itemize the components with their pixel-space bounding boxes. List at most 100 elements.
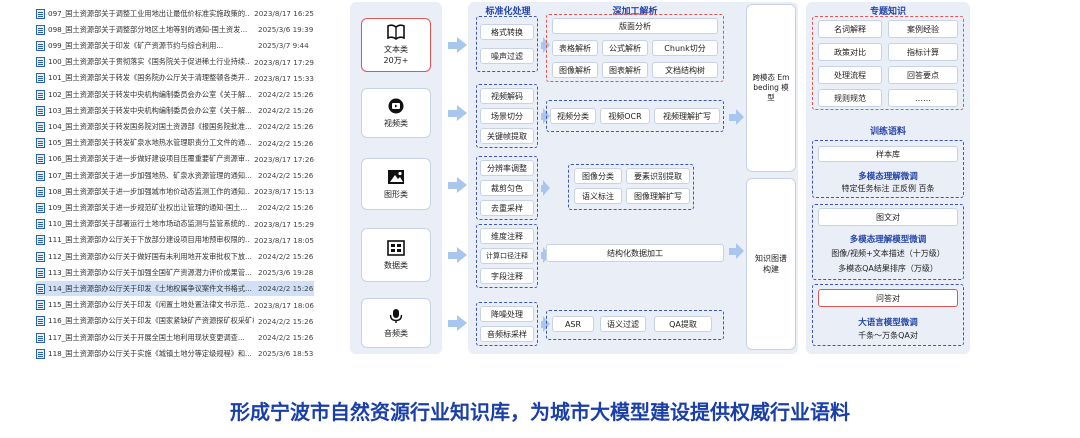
file-row[interactable]: 108_国土资源部关于进一步加强城市地价动态监测工作的通知...2023/8/1… — [36, 184, 314, 199]
sample-lib-group — [812, 140, 964, 198]
tag-process-flow: 处理流程 — [818, 66, 882, 84]
file-row[interactable]: 115_国土资源部办公厅关于印发《闲置土地处置法律文书示范...2023/8/1… — [36, 298, 314, 313]
file-row[interactable]: 117_国土资源部办公厅关于开展全国土地利用现状变更调查...2024/2/2 … — [36, 330, 314, 345]
file-row[interactable]: 101_国土资源部关于转发《国务院办公厅关于清理整顿各类开...2023/8/1… — [36, 71, 314, 86]
file-name: 104_国土资源部关于转发国务院对国土资源部《报国务院批准... — [48, 121, 252, 131]
standard-header: 标准化处理 — [485, 7, 531, 17]
deep-group-audio — [546, 310, 724, 340]
document-icon — [36, 154, 45, 165]
file-row[interactable]: 097_国土资源部关于调整工业用地出让最低价标准实施政策的...2023/8/1… — [36, 6, 314, 21]
image-text-title: 多模态理解模型微调 — [849, 235, 927, 245]
document-icon — [36, 202, 45, 213]
tag-video-decode: 视频解码 — [480, 88, 534, 104]
file-row[interactable]: 113_国土资源部办公厅关于加强全国矿产资源潜力评价成果管...2025/3/6… — [36, 265, 314, 280]
tag-calc-note: 计算口径注释 — [480, 248, 534, 264]
file-date: 2025/3/6 18:53 — [258, 349, 314, 359]
tag-dimension-note: 维度注释 — [480, 228, 534, 244]
document-icon — [36, 283, 45, 294]
standard-group-audio — [476, 302, 538, 346]
document-icon — [36, 300, 45, 311]
tag-rules: 规则规范 — [818, 89, 882, 107]
file-name: 109_国土资源部关于进一步规范矿业权出让管理的通知-国土... — [48, 202, 248, 212]
standard-group-video — [476, 84, 538, 148]
file-date: 2024/2/2 15:26 — [258, 138, 314, 148]
train-header: 训练语料 — [869, 127, 906, 137]
file-date: 2024/2/2 15:26 — [258, 284, 314, 294]
tag-indicator-calc: 指标计算 — [888, 43, 958, 61]
tag-dedup: 去重采样 — [480, 200, 534, 216]
file-date: 2024/2/2 15:26 — [258, 203, 314, 213]
file-name: 099_国土资源部关于印发《矿产资源节约与综合利用... — [48, 40, 224, 50]
tag-table-parse: 表格解析 — [552, 40, 598, 56]
embedding-model-box: 跨模态 Embeding 模型 — [746, 4, 796, 172]
tag-more: …… — [888, 89, 958, 107]
source-label: 文本类 — [384, 45, 408, 54]
tag-qa-pair: 问答对 — [818, 289, 958, 307]
file-date: 2023/8/17 16:25 — [254, 9, 314, 18]
standard-group-data — [476, 224, 538, 288]
file-row[interactable]: 112_国土资源部办公厅关于做好国有未利用地开发审批权下放...2024/2/2… — [36, 249, 314, 264]
file-row[interactable]: 104_国土资源部关于转发国务院对国土资源部《报国务院批准... 2024/2/2… — [36, 119, 314, 134]
tag-video-ocr: 视频OCR — [600, 108, 650, 124]
file-row[interactable]: 102_国土资源部关于转发中央机构编制委员会办公室《关于解...2024/2/2… — [36, 87, 314, 102]
file-name: 116_国土资源部办公厅关于印发《国家紧缺矿产资源探矿权采矿权使... — [48, 316, 254, 326]
file-row[interactable]: 109_国土资源部关于进一步规范矿业权出让管理的通知-国土... 2024/2/2… — [36, 200, 314, 215]
file-list: 097_国土资源部关于调整工业用地出让最低价标准实施政策的...2023/8/1… — [36, 6, 314, 364]
file-date: 2023/8/17 18:06 — [254, 300, 314, 310]
file-name: 114_国土资源部办公厅关于印发《土地权属争议案件文书格式... — [48, 283, 252, 293]
file-row[interactable]: 116_国土资源部办公厅关于印发《国家紧缺矿产资源探矿权采矿权使...2024/… — [36, 314, 314, 329]
file-row[interactable]: 110_国土资源部关于部署运行土地市场动态监测与监管系统的...2023/8/1… — [36, 217, 314, 232]
tag-keyframe: 关键帧提取 — [480, 128, 534, 144]
file-name: 118_国土资源部办公厅关于实施《城镇土地分等定级规程》和... — [48, 348, 252, 358]
file-row[interactable]: 098_国土资源部关于调整部分地区土地等别的通知-国土资发...2025/3/6… — [36, 22, 314, 37]
source-card-text: 文本类 20万+ — [361, 18, 431, 72]
document-icon — [36, 219, 45, 230]
file-date: 2024/2/2 15:26 — [258, 122, 314, 132]
document-icon — [36, 316, 45, 327]
tag-case-exp: 案例经验 — [888, 20, 958, 38]
tag-crop-color: 裁剪匀色 — [480, 180, 534, 196]
tag-scene-split: 场景切分 — [480, 108, 534, 124]
mic-icon — [389, 308, 403, 323]
file-date: 2023/8/17 15:13 — [254, 187, 314, 197]
tag-answer-points: 回答要点 — [888, 66, 958, 84]
document-icon — [36, 89, 45, 100]
knowledge-graph-label: 知识图谱构建 — [755, 254, 787, 274]
file-row[interactable]: 105_国土资源部关于转发矿泉水地热水管理职责分工文件的通...2024/2/2… — [36, 136, 314, 151]
file-name: 113_国土资源部办公厅关于加强全国矿产资源潜力评价成果管... — [48, 267, 252, 277]
tag-semantic-label: 语义标注 — [574, 188, 622, 204]
file-row[interactable]: 099_国土资源部关于印发《矿产资源节约与综合利用... 2025/3/7 9:4… — [36, 38, 314, 53]
topic-header: 专题知识 — [869, 7, 906, 17]
file-row[interactable]: 100_国土资源部关于贯彻落实《国务院关于促进稀土行业持续...2023/8/1… — [36, 55, 314, 70]
file-row[interactable]: 107_国土资源部关于进一步加强地热、矿泉水资源管理的通知...2024/2/2… — [36, 168, 314, 183]
source-label: 图形类 — [384, 189, 408, 199]
file-row[interactable]: 103_国土资源部关于转发中央机构编制委员会办公室《关于解...2024/2/2… — [36, 103, 314, 118]
image-icon — [388, 169, 404, 184]
document-icon — [36, 24, 45, 35]
source-card-image: 图形类 — [361, 158, 431, 210]
tag-formula-parse: 公式解析 — [602, 40, 648, 56]
tag-qa-extract: QA提取 — [654, 316, 712, 332]
file-row[interactable]: 106_国土资源部关于进一步做好建设项目压覆重要矿产资源审...2023/8/1… — [36, 152, 314, 167]
tag-structured-data: 结构化数据加工 — [546, 244, 724, 262]
file-row[interactable]: 111_国土资源部办公厅关于下放部分建设项目用地预审权限的...2023/8/1… — [36, 233, 314, 248]
file-row[interactable]: 118_国土资源部办公厅关于实施《城镇土地分等定级规程》和... 2025/3/6… — [36, 346, 314, 361]
file-date: 2025/3/7 9:44 — [258, 41, 309, 51]
file-row[interactable]: 114_国土资源部办公厅关于印发《土地权属争议案件文书格式... 2024/2/2… — [36, 281, 314, 297]
sample-desc: 特定任务标注 正反例 百条 — [841, 184, 935, 193]
file-name: 097_国土资源部关于调整工业用地出让最低价标准实施政策的... — [48, 8, 251, 18]
tag-image-text: 图文对 — [818, 208, 958, 226]
tag-video-understand: 视频理解扩写 — [654, 108, 720, 124]
document-icon — [36, 251, 45, 262]
source-card-audio: 音频类 — [361, 298, 431, 348]
tag-chunk-split: Chunk切分 — [652, 40, 718, 56]
tag-resolution: 分辨率调整 — [480, 160, 534, 176]
qa-title: 大语言模型微调 — [858, 318, 918, 328]
sample-desc-title: 多模态理解微调 — [858, 172, 918, 182]
tag-policy-compare: 政策对比 — [818, 43, 882, 61]
play-icon — [388, 98, 404, 113]
qa-group — [812, 284, 964, 346]
file-name: 102_国土资源部关于转发中央机构编制委员会办公室《关于解... — [48, 89, 252, 99]
book-icon — [387, 24, 405, 40]
file-date: 2023/8/17 15:29 — [254, 219, 314, 229]
